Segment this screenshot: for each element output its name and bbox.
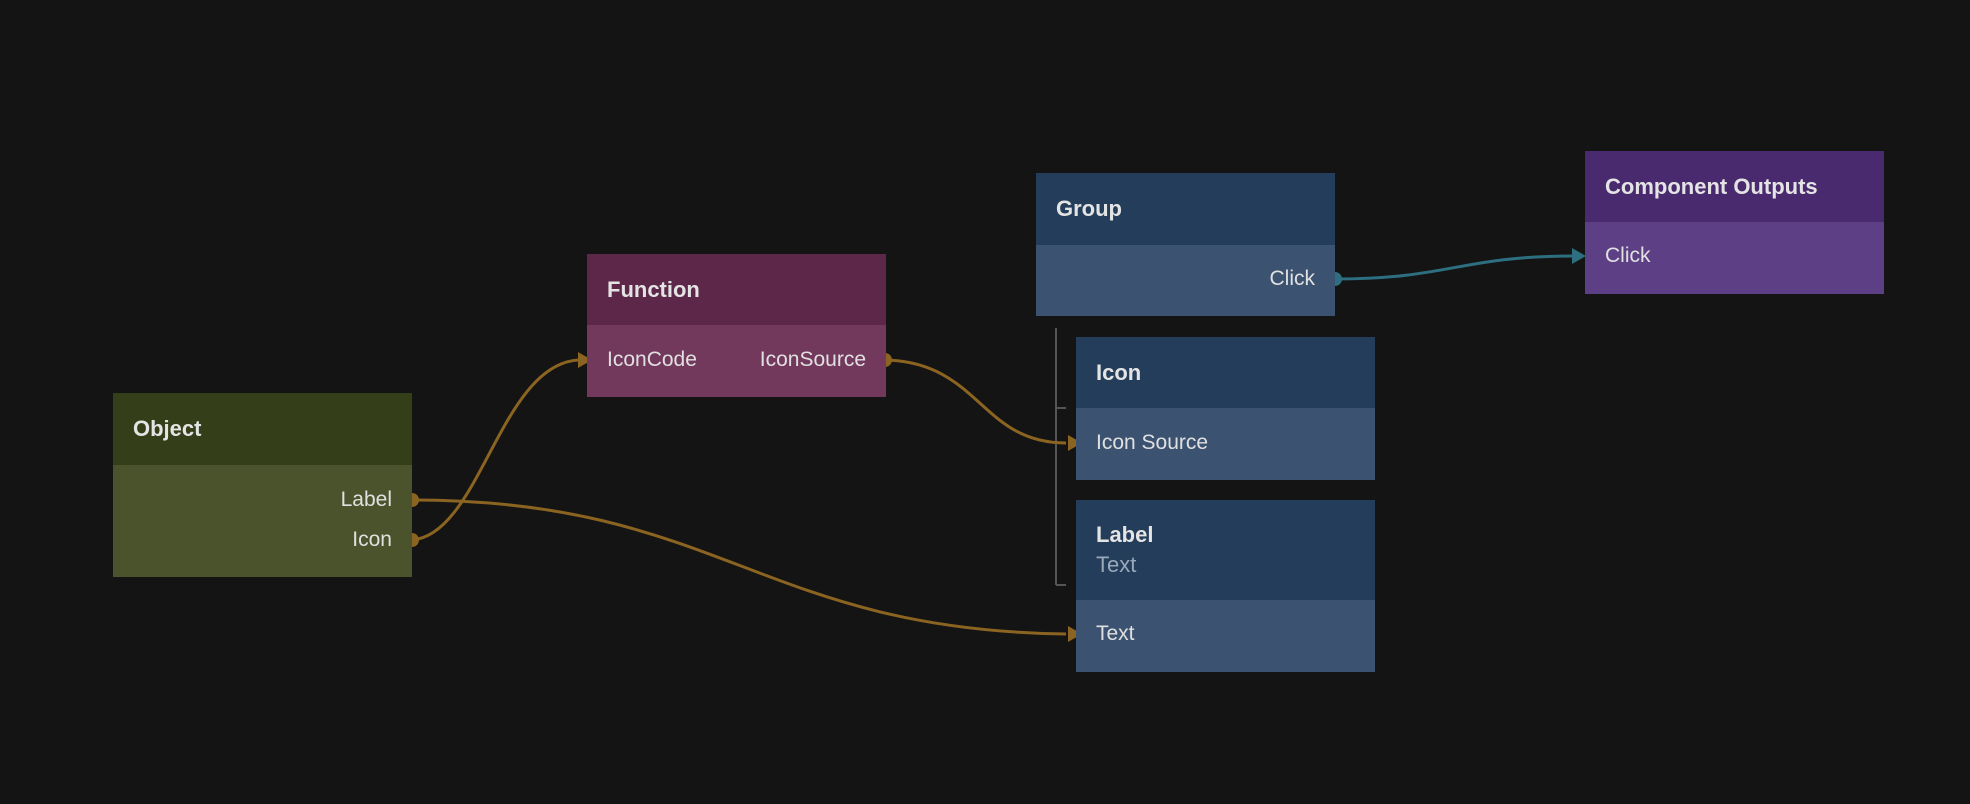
output-port-icon[interactable]: Icon	[352, 528, 392, 551]
node-subtitle: Text	[1096, 552, 1137, 577]
label-node[interactable]: Label Text Text	[1076, 500, 1375, 672]
node-header: Label Text	[1076, 500, 1375, 600]
node-title: Label	[1096, 522, 1154, 547]
node-title: Object	[133, 416, 202, 441]
input-port-text[interactable]: Text	[1096, 622, 1135, 645]
node-header: Group	[1036, 173, 1335, 245]
node-body: Icon Source	[1076, 408, 1375, 480]
node-title: Component Outputs	[1605, 173, 1818, 199]
node-title: Function	[607, 276, 700, 302]
output-port-iconsource[interactable]: IconSource	[759, 348, 866, 371]
node-body: Label Icon	[113, 465, 412, 577]
output-port-click[interactable]: Click	[1269, 267, 1316, 290]
group-node[interactable]: Group Click	[1036, 173, 1335, 316]
icon-node[interactable]: Icon Icon Source	[1076, 337, 1375, 480]
node-header: Function	[587, 254, 886, 325]
node-body: IconCode IconSource	[587, 325, 886, 397]
output-port-label[interactable]: Label	[340, 488, 392, 511]
node-header: Object	[113, 393, 412, 465]
node-title: Icon	[1096, 359, 1142, 385]
wire-label-to-text[interactable]	[411, 498, 1067, 636]
wire-click-to-click[interactable]	[1334, 254, 1575, 281]
node-header: Component Outputs	[1585, 151, 1884, 222]
wire-icon-to-iconcode[interactable]	[411, 358, 579, 542]
input-port-iconcode[interactable]: IconCode	[607, 348, 697, 371]
object-node[interactable]: Object Label Icon	[113, 393, 412, 577]
function-node[interactable]: Function IconCode IconSource	[587, 254, 886, 397]
input-port-click[interactable]: Click	[1605, 244, 1651, 267]
node-header: Icon	[1076, 337, 1375, 408]
wire-iconsource-to-icon-source[interactable]	[884, 358, 1067, 445]
node-body: Click	[1036, 245, 1335, 316]
node-body: Text	[1076, 600, 1375, 672]
component-outputs-node[interactable]: Component Outputs Click	[1585, 151, 1884, 294]
node-title: Group	[1056, 196, 1122, 221]
node-body: Click	[1585, 222, 1884, 294]
arrow-icon	[1572, 248, 1586, 264]
input-port-icon-source[interactable]: Icon Source	[1096, 431, 1209, 454]
